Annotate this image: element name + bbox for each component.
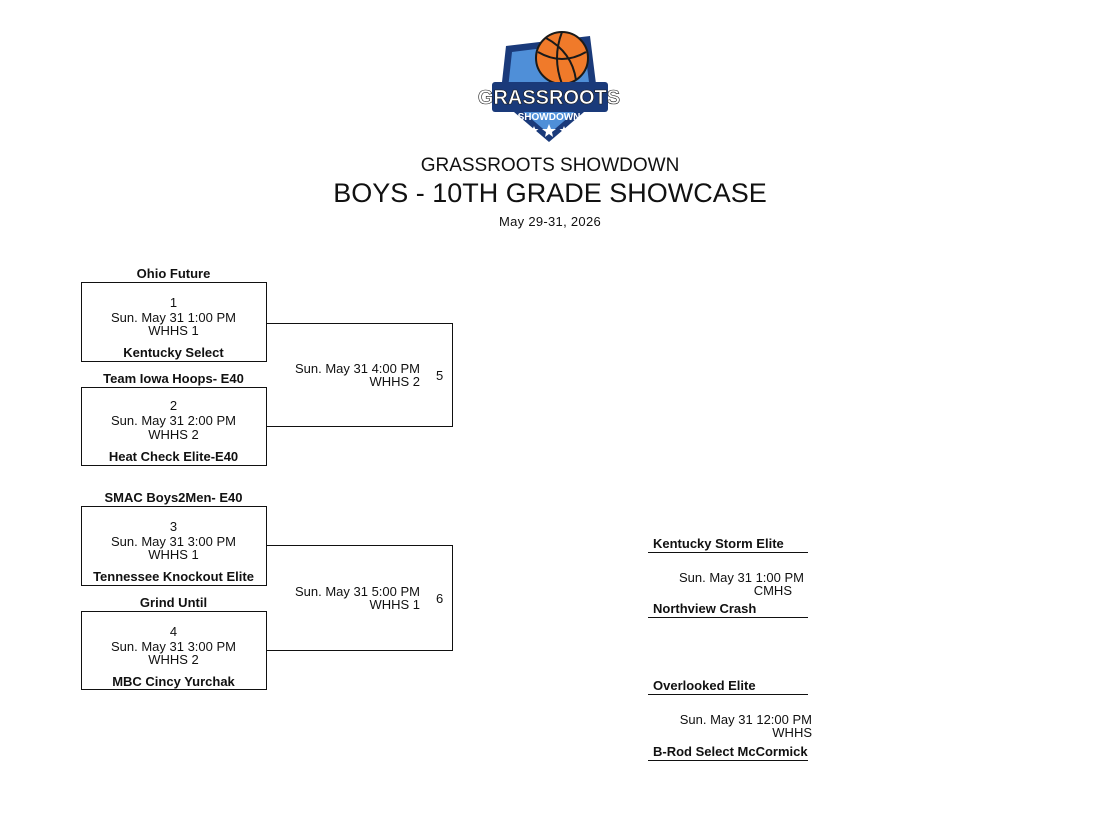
game6-time: Sun. May 31 5:00 PM — [294, 584, 420, 599]
game2-team-bottom: Heat Check Elite-E40 — [108, 449, 239, 464]
right-game1-line-top — [648, 552, 808, 553]
game3-team-bottom: Tennessee Knockout Elite — [93, 569, 254, 584]
bracket-title: BOYS - 10TH GRADE SHOWCASE — [333, 178, 767, 208]
game5-time: Sun. May 31 4:00 PM — [294, 361, 420, 376]
game4-team-top: Grind Until — [139, 595, 208, 610]
game2-number: 2 — [169, 398, 178, 413]
right-game1-court: CMHS — [753, 583, 792, 598]
event-dates: May 29-31, 2026 — [498, 214, 602, 229]
game1-box — [81, 282, 267, 362]
game1-court: WHHS 1 — [148, 323, 199, 338]
game6-line-bottom — [266, 650, 453, 651]
game6-line-right — [452, 545, 453, 651]
right-game2-line-top — [648, 694, 808, 695]
game4-time: Sun. May 31 3:00 PM — [110, 639, 236, 654]
right-game1-time: Sun. May 31 1:00 PM — [678, 570, 804, 585]
game1-time: Sun. May 31 1:00 PM — [110, 310, 236, 325]
logo-top-text: GRASSROOTS — [478, 87, 620, 109]
right-game1-team-bottom: Northview Crash — [653, 601, 757, 616]
game4-team-bottom: MBC Cincy Yurchak — [112, 674, 235, 689]
right-column: Kentucky Storm Elite Sun. May 31 1:00 PM… — [648, 0, 812, 820]
game6-court: WHHS 1 — [369, 597, 420, 612]
game4-number: 4 — [169, 624, 178, 639]
logo-bottom-text: SHOWDOWN — [518, 112, 581, 123]
right-game2-time: Sun. May 31 12:00 PM — [679, 712, 812, 727]
game3-time: Sun. May 31 3:00 PM — [110, 534, 236, 549]
right-game1-team-top: Kentucky Storm Elite — [653, 536, 784, 551]
game1-number: 1 — [169, 295, 178, 310]
game3-court: WHHS 1 — [148, 547, 199, 562]
grassroots-showdown-logo: GRASSROOTS SHOWDOWN — [478, 31, 620, 142]
game4-court: WHHS 2 — [148, 652, 199, 667]
game1-team-top: Ohio Future — [136, 266, 211, 281]
right-game2-line-bottom — [648, 760, 808, 761]
game6-number: 6 — [436, 591, 444, 606]
game5-court: WHHS 2 — [369, 374, 420, 389]
right-game2-team-top: Overlooked Elite — [653, 678, 756, 693]
game5-line-right — [452, 323, 453, 427]
game5-number: 5 — [436, 368, 444, 383]
game5-line-top — [266, 323, 452, 324]
right-game1-line-bottom — [648, 617, 808, 618]
game3-team-top: SMAC Boys2Men- E40 — [104, 490, 243, 505]
right-game2-court: WHHS — [772, 725, 812, 740]
game2-team-top: Team Iowa Hoops- E40 — [103, 371, 244, 386]
game5-line-bottom — [266, 426, 453, 427]
game2-court: WHHS 2 — [148, 427, 199, 442]
right-game2-team-bottom: B-Rod Select McCormick — [653, 744, 808, 759]
event-title: GRASSROOTS SHOWDOWN — [420, 155, 680, 176]
game1-team-bottom: Kentucky Select — [123, 345, 224, 360]
game2-time: Sun. May 31 2:00 PM — [110, 413, 236, 428]
game6-line-top — [266, 545, 452, 546]
game3-box — [81, 506, 267, 586]
game3-number: 3 — [169, 519, 178, 534]
